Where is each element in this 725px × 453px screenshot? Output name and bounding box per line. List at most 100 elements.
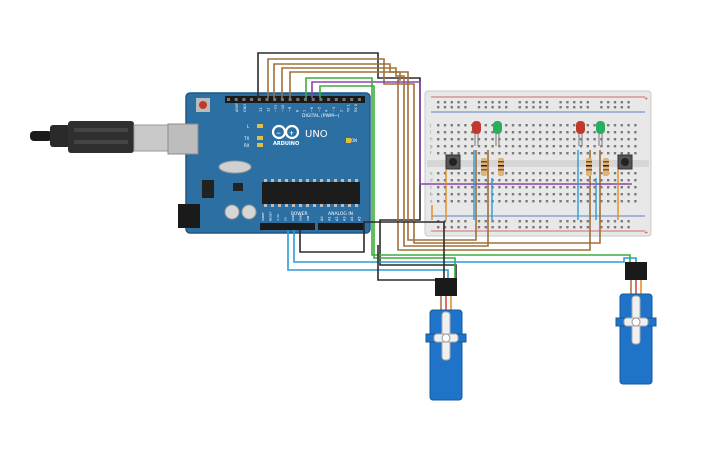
breadboard-hole — [607, 124, 610, 127]
breadboard-hole — [559, 226, 562, 229]
breadboard-hole — [607, 186, 610, 189]
breadboard-hole — [566, 131, 569, 134]
breadboard-hole — [471, 200, 474, 203]
breadboard-hole — [518, 200, 521, 203]
aref-label: AREF — [235, 103, 239, 112]
breadboard-hole — [613, 145, 617, 148]
breadboard-hole — [573, 124, 576, 127]
chip-pin — [313, 179, 316, 182]
servo-motor-icon[interactable] — [425, 278, 467, 401]
breadboard-hole — [464, 124, 467, 127]
breadboard-hole — [634, 145, 637, 148]
chip-pin — [264, 179, 267, 182]
breadboard-hole — [559, 186, 562, 189]
breadboard-hole — [511, 124, 515, 127]
resistor-icon — [586, 158, 592, 176]
breadboard-hole — [518, 101, 521, 104]
power-pin-label: 3.3V — [276, 213, 280, 221]
resistor-icon — [603, 158, 609, 176]
wire-brown-1 — [267, 58, 601, 244]
breadboard-hole — [579, 152, 583, 155]
breadboard-hole — [511, 186, 515, 189]
breadboard-hole — [620, 193, 623, 196]
breadboard-hole — [613, 226, 617, 229]
breadboard-hole — [607, 220, 610, 223]
breadboard-hole — [539, 124, 542, 127]
usb-cable-icon[interactable] — [30, 121, 169, 153]
header-hole — [357, 98, 361, 101]
breadboard-hole — [607, 131, 610, 134]
breadboard-hole — [464, 106, 467, 109]
breadboard-hole — [525, 106, 528, 109]
analog-pin-label: A1 — [328, 216, 332, 221]
header-hole — [257, 98, 261, 101]
breadboard-hole — [491, 145, 494, 148]
breadboard-hole — [491, 226, 494, 229]
breadboard-hole — [566, 193, 569, 196]
breadboard-hole — [593, 131, 596, 134]
breadboard-hole — [573, 145, 576, 148]
breadboard-hole — [586, 145, 589, 148]
wires — [257, 52, 637, 285]
breadboard-hole — [539, 226, 542, 229]
breadboard-hole — [477, 226, 481, 229]
breadboard-hole — [518, 186, 521, 189]
atmega-chip-pins — [264, 179, 358, 207]
breadboard-hole — [559, 124, 562, 127]
breadboard-hole — [579, 200, 583, 203]
breadboard-hole — [511, 145, 515, 148]
breadboard-hole — [552, 131, 555, 134]
led-icon[interactable] — [472, 121, 481, 146]
led-icon[interactable] — [493, 121, 502, 146]
power-pin-label: 5V — [284, 216, 288, 221]
pushbutton-icon[interactable] — [445, 154, 461, 170]
breadboard-hole — [552, 200, 555, 203]
breadboard-hole — [613, 193, 617, 196]
breadboard-hole — [545, 138, 549, 141]
pushbutton-icon[interactable] — [617, 154, 633, 170]
breadboard-hole — [586, 226, 589, 229]
breadboard-hole — [518, 220, 521, 223]
breadboard-hole — [593, 145, 596, 148]
breadboard-hole — [607, 138, 610, 141]
breadboard-hole — [464, 131, 467, 134]
breadboard-hole — [579, 186, 583, 189]
chip-pin — [355, 204, 358, 207]
breadboard-hole — [457, 193, 460, 196]
breadboard-hole — [607, 200, 610, 203]
breadboard-hole — [443, 145, 447, 148]
breadboard-hole — [600, 152, 603, 155]
breadboard-hole — [552, 138, 555, 141]
breadboard-hole — [443, 124, 447, 127]
breadboard-hole — [566, 220, 569, 223]
digital-pin-label: 8 — [296, 110, 300, 112]
chip-pin — [348, 204, 351, 207]
digital-pin-label: ~6 — [310, 107, 314, 112]
digital-label: DIGITAL (PWM~) — [302, 113, 340, 119]
breadboard-hole — [532, 226, 535, 229]
breadboard-hole — [634, 138, 637, 141]
led-icon[interactable] — [576, 121, 585, 146]
breadboard-hole — [593, 179, 596, 182]
breadboard-hole — [545, 172, 549, 175]
servo-motor-icon[interactable] — [615, 262, 657, 385]
chip-pin — [320, 179, 323, 182]
breadboard-hole — [600, 172, 603, 175]
breadboard-hole — [498, 186, 501, 189]
breadboard-hole — [443, 106, 447, 109]
breadboard-hole — [511, 193, 515, 196]
led-icon[interactable] — [596, 121, 605, 146]
breadboard-hole — [484, 131, 487, 134]
breadboard-hole — [477, 152, 481, 155]
chip-pin — [327, 204, 330, 207]
breadboard-hole — [511, 152, 515, 155]
breadboard-hole — [498, 101, 501, 104]
breadboard-hole — [573, 152, 576, 155]
breadboard-hole — [573, 186, 576, 189]
breadboard-hole — [484, 200, 487, 203]
breadboard-hole — [559, 106, 562, 109]
